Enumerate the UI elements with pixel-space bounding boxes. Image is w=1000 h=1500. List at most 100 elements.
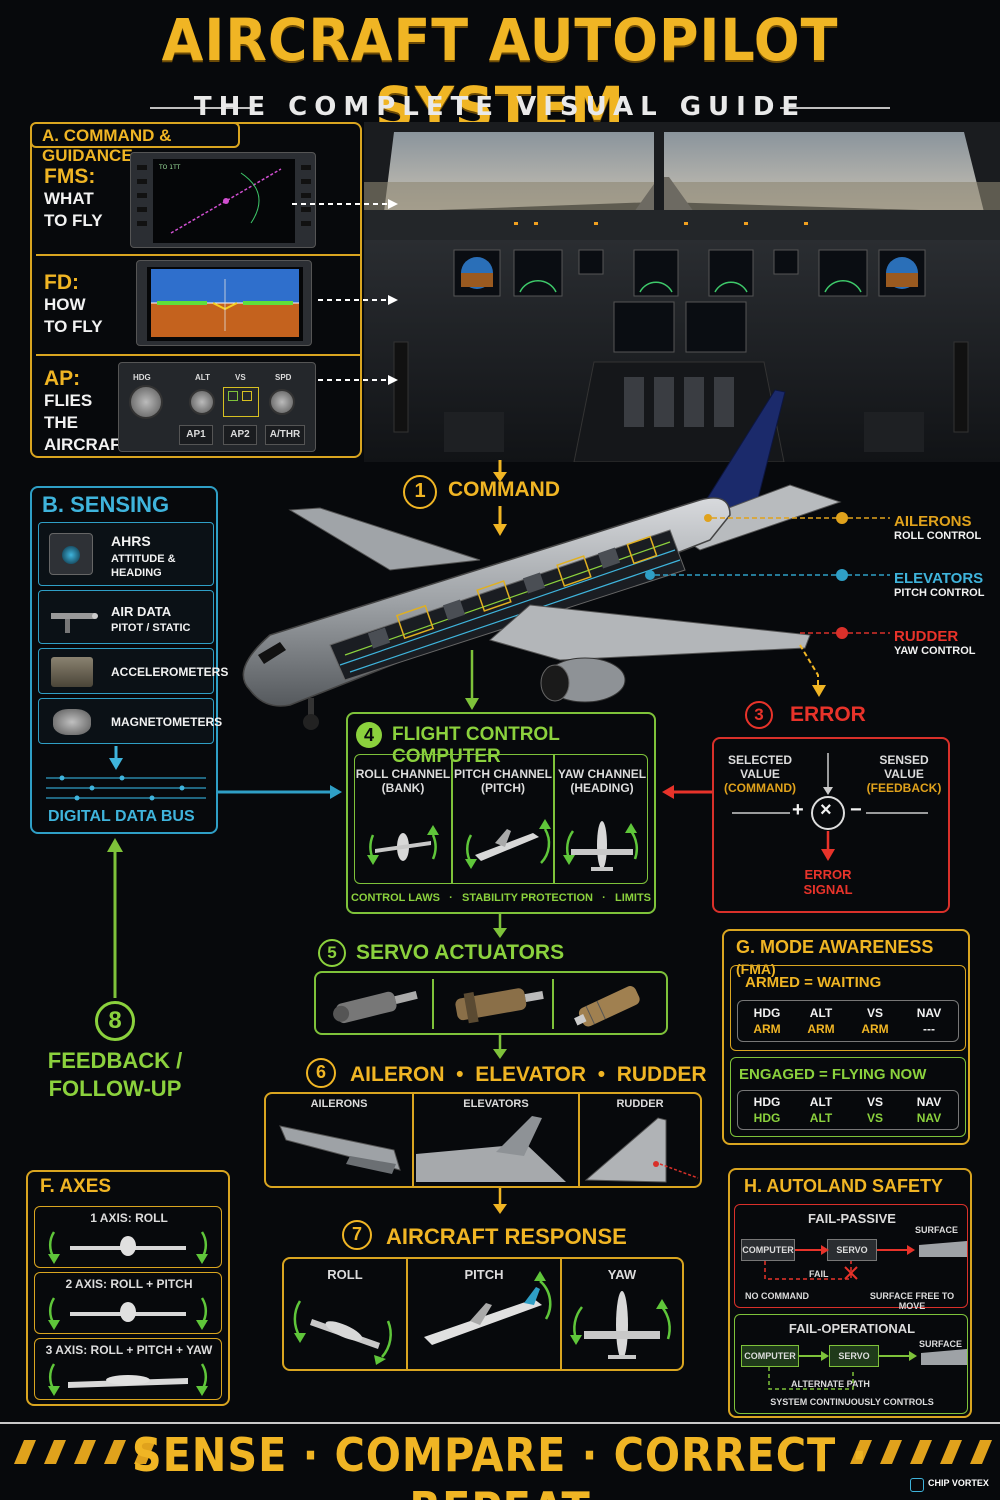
comparator-times: ×: [820, 799, 832, 821]
fcc-channels-frame: ROLL CHANNEL (BANK) PITCH CHANNEL (PITCH…: [354, 754, 648, 884]
pitch-response-label: PITCH: [464, 1267, 504, 1282]
aircraft-response-illustrations: [293, 1271, 671, 1365]
axes-panel: F. AXES 1 AXIS: ROLL 2 AXIS: ROLL + PITC…: [26, 1170, 230, 1406]
autoland-safety-panel: H. AUTOLAND SAFETY FAIL-PASSIVE COMPUTER…: [728, 1168, 972, 1418]
fail-operational-computer: COMPUTER: [741, 1345, 799, 1367]
axis-row-roll: 1 AXIS: ROLL: [34, 1206, 222, 1268]
alt-knob[interactable]: [189, 389, 215, 415]
step5-label: SERVO ACTUATORS: [356, 941, 565, 964]
svg-text:TO 1TT: TO 1TT: [158, 164, 181, 171]
mcp-hdg-label: HDG: [133, 373, 151, 382]
aircraft-response-panel: ROLL PITCH YAW: [282, 1257, 684, 1371]
ap1-button[interactable]: AP1: [179, 425, 213, 445]
yaw-response-icon: [570, 1291, 671, 1359]
hdg-knob[interactable]: [129, 385, 163, 419]
command-guidance-panel: A. COMMAND & GUIDANCE FMS: WHAT TO FLY F…: [30, 122, 362, 458]
servo-to-surfaces-arrow: [493, 1035, 507, 1059]
mcp-vs-label: VS: [235, 373, 246, 382]
page-subtitle: THE COMPLETE VISUAL GUIDE: [193, 92, 807, 122]
roll-channel-icon: [367, 825, 439, 865]
control-surface-illustrations: [279, 1116, 699, 1183]
step8-number: 8: [95, 1001, 135, 1041]
engaged-label: ENGAGED = FLYING NOW: [739, 1066, 927, 1083]
fail-operational-box: FAIL-OPERATIONAL COMPUTER SERVO SURFACE …: [734, 1314, 968, 1414]
fail-passive-box: FAIL-PASSIVE COMPUTER SERVO SURFACE FAIL…: [734, 1204, 968, 1311]
section-a-title: A. COMMAND & GUIDANCE: [42, 126, 172, 165]
subtitle-rule-right: [780, 107, 890, 109]
section-h-title: H. AUTOLAND SAFETY: [744, 1176, 944, 1196]
sensor-accelerometers: ACCELEROMETERS: [38, 648, 228, 694]
section-a-arrows: [292, 199, 398, 385]
spd-knob[interactable]: [269, 389, 295, 415]
ahrs-icon: [62, 546, 80, 564]
error-comparator-panel: SELECTED VALUE (COMMAND) SENSED VALUE (F…: [712, 737, 950, 913]
fail-passive-surface-label: SURFACE: [915, 1225, 959, 1235]
chip-icon: [910, 1478, 924, 1492]
axes-aircraft-icons: [48, 1231, 208, 1396]
fd-label: FD: HOW TO FLY: [44, 271, 103, 337]
roll-channel-label: ROLL CHANNEL (BANK): [355, 767, 451, 795]
green-arrow-into-fcc: [465, 650, 479, 710]
step4-number: 4: [356, 722, 382, 748]
ailerons-callout: AILERONS ROLL CONTROL: [894, 513, 982, 542]
fail-operational-surface-label: SURFACE: [919, 1339, 963, 1349]
step6-label: AILERON • ELEVATOR • RUDDER: [350, 1063, 707, 1086]
section-a-title-box: A. COMMAND & GUIDANCE: [30, 122, 240, 165]
footer-divider: [0, 1422, 1000, 1424]
step7-number: 7: [342, 1220, 372, 1250]
fcc-footer: CONTROL LAWS · STABILITY PROTECTION · LI…: [350, 892, 652, 904]
mcp-spd-label: SPD: [275, 373, 292, 382]
ap2-button[interactable]: AP2: [223, 425, 257, 445]
comparator-minus: −: [850, 799, 862, 821]
servo-actuator-icons: [333, 986, 640, 1027]
athr-button[interactable]: A/THR: [265, 425, 305, 445]
error-to-fcc-arrow: [662, 785, 714, 799]
pitch-channel-icon: [465, 819, 551, 869]
two-axis-icon: [48, 1297, 208, 1330]
footer-slogan: SENSE · COMPARE · CORRECT · REPEAT: [131, 1428, 869, 1500]
vs-selector[interactable]: [223, 387, 259, 417]
yaw-channel-label: YAW CHANNEL (HEADING): [557, 767, 647, 795]
cockpit-illustration: [364, 122, 1000, 462]
magnetometer-icon: [53, 709, 91, 735]
rudder-callout: RUDDER YAW CONTROL: [894, 628, 976, 657]
ap-label: AP: FLIES THE AIRCRAFT: [44, 367, 131, 455]
fail-operational-diagram: [768, 1349, 967, 1390]
fail-operational-title: FAIL-OPERATIONAL: [788, 1321, 916, 1336]
page-title: AIRCRAFT AUTOPILOT SYSTEM: [161, 6, 839, 142]
axis-row-three-axis: 3 AXIS: ROLL + PITCH + YAW: [34, 1338, 222, 1400]
digital-data-bus-label: DIGITAL DATA BUS: [48, 808, 195, 825]
fms-label: FMS: WHAT TO FLY: [44, 165, 103, 231]
fail-passive-diagram: [764, 1241, 967, 1280]
armed-nav: NAV---: [916, 1006, 942, 1036]
sensor-air-data: AIR DATA PITOT / STATIC: [38, 590, 214, 644]
roll-response-label: ROLL: [327, 1267, 363, 1282]
rudder-panel-label: RUDDER: [616, 1098, 664, 1110]
fail-passive-computer: COMPUTER: [741, 1239, 795, 1261]
flight-control-computer-panel: 4 FLIGHT CONTROL COMPUTER ROLL CHANNEL (…: [346, 712, 656, 914]
step1-number: 1: [403, 475, 437, 509]
roll-response-icon: [293, 1300, 392, 1365]
yaw-channel-icon: [563, 821, 638, 871]
chip-vortex-logo: CHIP VORTEX: [910, 1476, 998, 1496]
hazard-stripes-left: [14, 1440, 156, 1464]
surface-free-label: SURFACE FREE TO MOVE: [869, 1291, 955, 1311]
hazard-stripes-right: [850, 1440, 992, 1464]
elevators-callout: ELEVATORS PITCH CONTROL: [894, 570, 985, 599]
section-f-title: F. AXES: [40, 1176, 112, 1197]
brand-text: CHIP VORTEX: [928, 1478, 989, 1488]
control-surface-leader-lines: [645, 512, 890, 697]
armed-label: ARMED = WAITING: [745, 974, 882, 991]
command-arrows: [493, 460, 507, 536]
mcp-alt-label: ALT: [195, 373, 210, 382]
feedback-arrow: [107, 838, 123, 998]
mode-awareness-panel: G. MODE AWARENESS (FMA) ARMED = WAITING …: [722, 929, 970, 1145]
data-bus-graphic: [46, 746, 206, 801]
selected-value-label: SELECTED VALUE (COMMAND): [724, 753, 796, 795]
pitch-channel-label: PITCH CHANNEL (PITCH): [454, 767, 552, 795]
comparator-plus: +: [792, 799, 804, 821]
step6-number: 6: [306, 1058, 336, 1088]
